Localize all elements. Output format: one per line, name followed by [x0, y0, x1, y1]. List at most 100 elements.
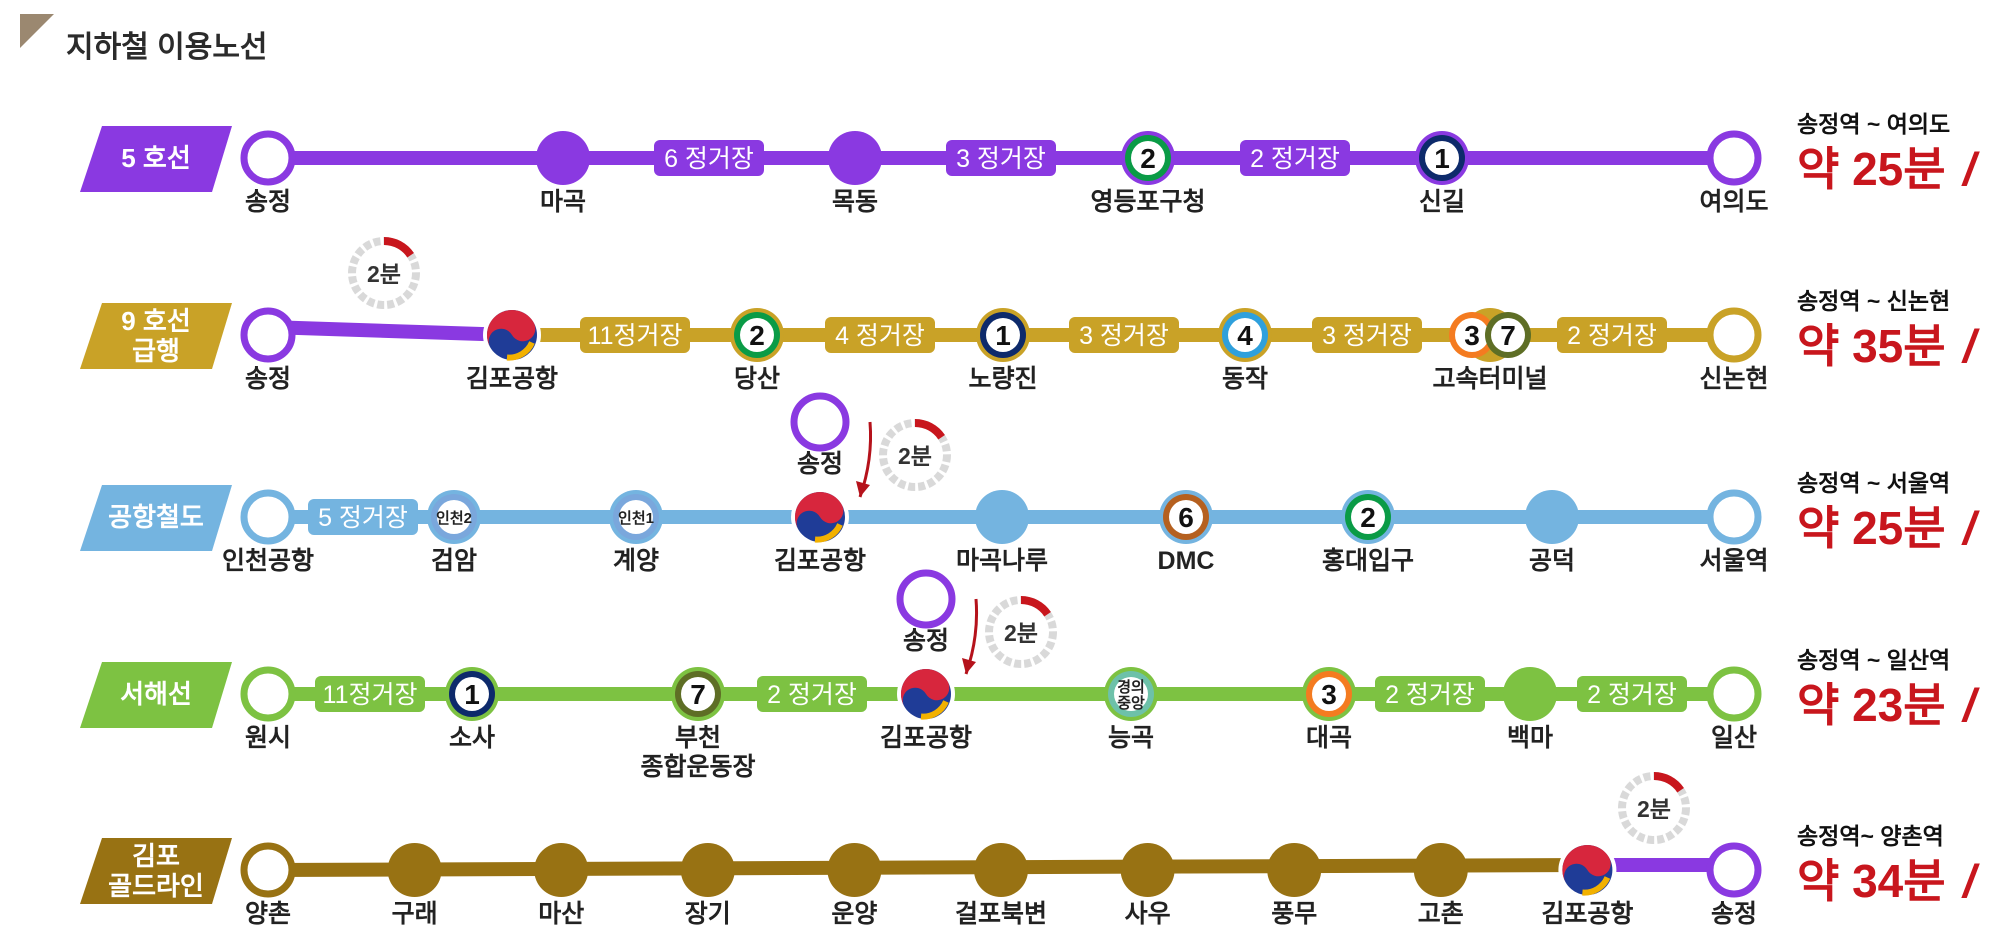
line-name: 서해선 — [120, 679, 192, 709]
station: 김포공항 — [880, 665, 972, 752]
station: 1소사 — [445, 667, 499, 752]
transfer-number: 7 — [690, 679, 706, 710]
badge-bg — [1240, 140, 1350, 176]
station-dot — [975, 490, 1029, 544]
station-label: 송정 — [245, 365, 291, 393]
route-text: 송정역 ~ 여의도 — [1797, 111, 1950, 137]
terminal-station — [1706, 666, 1762, 722]
transfer-badge: 6 — [1163, 494, 1209, 540]
station-label: 원시 — [245, 724, 291, 752]
station: 신논현 — [1699, 307, 1769, 393]
origin-station: 송정 2분 — [790, 392, 951, 498]
taegeuk-yellow — [1582, 876, 1611, 896]
transfer-core — [1114, 677, 1148, 711]
station: 고촌 — [1413, 843, 1468, 928]
badge-bg — [580, 317, 690, 353]
station-label: 김포공항 — [774, 547, 866, 575]
timer-label: 2분 — [1004, 620, 1038, 646]
terminal-station — [240, 307, 296, 363]
transfer-number: 2 — [1360, 502, 1376, 533]
station-label: 운양 — [831, 900, 877, 928]
line-name: 김포 — [132, 841, 180, 871]
station-label: 송정 — [245, 188, 291, 216]
badge-bg — [1069, 317, 1179, 353]
taegeuk-red — [901, 669, 950, 707]
transfer-core — [1228, 318, 1262, 352]
station: 인천공항 — [222, 489, 314, 575]
badge-label: 3 정거장 — [1322, 322, 1412, 350]
badge-label: 3 정거장 — [956, 145, 1046, 173]
line-track-walk — [267, 320, 513, 342]
taegeuk-icon — [897, 665, 955, 723]
title-triangle-icon — [20, 14, 54, 48]
transfer-core — [986, 318, 1020, 352]
transfer-badge: 2 — [1345, 494, 1391, 540]
station-label: 김포공항 — [880, 724, 972, 752]
transfer-number: 7 — [1500, 320, 1516, 351]
line-name: 공항철도 — [108, 502, 204, 532]
line-label-bg — [80, 126, 232, 192]
station-label: 양촌 — [245, 900, 291, 928]
station-label: 신길 — [1419, 188, 1465, 216]
taegeuk-yellow — [920, 700, 949, 720]
station-label: 노량진 — [968, 365, 1037, 393]
transfer-badge: 2 — [1125, 135, 1171, 181]
transfer-core — [1351, 500, 1385, 534]
station: 원시 — [240, 666, 296, 752]
station-label: 인천공항 — [222, 547, 314, 575]
taegeuk-icon — [791, 488, 849, 546]
terminal-station — [1706, 489, 1762, 545]
station-label: 목동 — [832, 188, 878, 216]
transfer-badge: 1 — [980, 312, 1026, 358]
station: 1신길 — [1415, 131, 1469, 216]
station: 송정 — [240, 130, 296, 216]
station-dot — [1413, 843, 1468, 897]
transfer-badge: 4 — [1222, 312, 1268, 358]
station-label: 당산 — [734, 365, 780, 393]
timer-icon: 2분 — [348, 237, 420, 309]
badge-bg — [1312, 317, 1422, 353]
stop-count-badge: 3 정거장 — [1312, 317, 1422, 353]
station-label: 사우 — [1125, 900, 1171, 928]
transfer-number: 1 — [995, 320, 1011, 351]
transfer-badge: 3 — [1449, 312, 1495, 358]
station-label: 능곡 — [1108, 724, 1154, 752]
line-label: 서해선 — [80, 662, 232, 728]
terminal-station — [240, 666, 296, 722]
station-label: 고촌 — [1418, 900, 1464, 928]
exclaim-mark: / — [1961, 679, 1980, 731]
line-label-bg — [80, 303, 232, 369]
stop-count-badge: 2 정거장 — [1577, 676, 1687, 712]
badge-label: 11정거장 — [588, 322, 683, 350]
badge-label: 3 정거장 — [1079, 322, 1169, 350]
line-name-2: 급행 — [132, 336, 180, 366]
station-dot — [828, 131, 882, 185]
station-label: 마곡나루 — [956, 547, 1048, 575]
station: 김포공항 — [1541, 841, 1633, 928]
station-label: 마곡 — [540, 188, 586, 216]
stop-count-badge: 5 정거장 — [308, 499, 418, 535]
station: 송정 — [1706, 842, 1762, 928]
station-label: 부천 — [675, 724, 721, 752]
line-label-bg — [80, 485, 232, 551]
station-dot — [974, 843, 1028, 897]
page-title-text: 지하철 이용노선 — [66, 31, 268, 64]
transfer-core — [1455, 318, 1489, 352]
origin-label: 송정 — [797, 450, 843, 478]
station-label: 검암 — [431, 547, 477, 575]
timer-icon: 2분 — [879, 419, 951, 491]
badge-label: 2 정거장 — [1587, 681, 1677, 709]
stop-count-badge: 2 정거장 — [1375, 676, 1485, 712]
transfer-core — [1131, 141, 1165, 175]
station-label: 걸포북변 — [955, 900, 1047, 928]
line-name: 5 호선 — [121, 143, 191, 173]
terminal-station — [240, 130, 296, 186]
station: 마곡나루 — [956, 490, 1048, 575]
timer-icon: 2분 — [985, 596, 1057, 668]
